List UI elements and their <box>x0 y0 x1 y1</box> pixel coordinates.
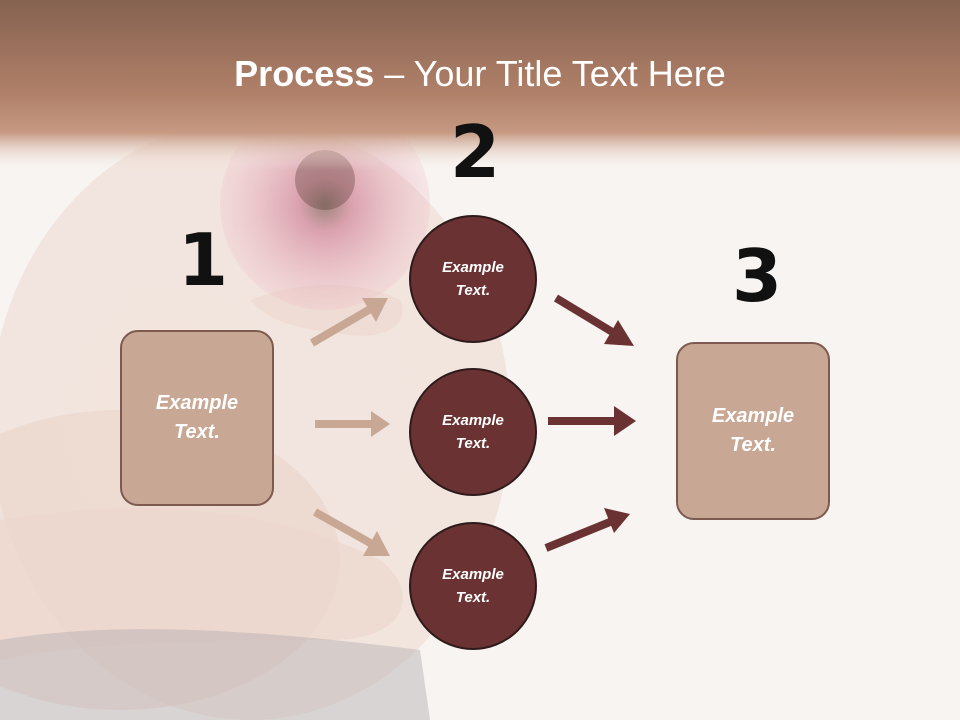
step-2-circle-bottom-text: Example Text. <box>442 566 504 606</box>
step-2-circle-middle-text: Example Text. <box>442 412 504 452</box>
step-2-circle-bottom: Example Text. <box>409 522 537 650</box>
step-3-box: Example Text. <box>676 342 830 520</box>
step-2-circle-middle: Example Text. <box>409 368 537 496</box>
slide-title: Process – Your Title Text Here <box>0 52 960 96</box>
step-3-text: Example Text. <box>711 405 795 456</box>
step-number-3: 3 <box>732 234 783 318</box>
step-1-box: Example Text. <box>120 330 274 506</box>
title-rest: – Your Title Text Here <box>374 53 726 94</box>
step-2-circle-top-text: Example Text. <box>442 259 504 299</box>
step-number-1: 1 <box>178 218 229 302</box>
step-2-circle-top: Example Text. <box>409 215 537 343</box>
title-bold: Process <box>234 53 375 94</box>
step-1-text: Example Text. <box>155 392 239 443</box>
step-number-2: 2 <box>450 110 501 194</box>
